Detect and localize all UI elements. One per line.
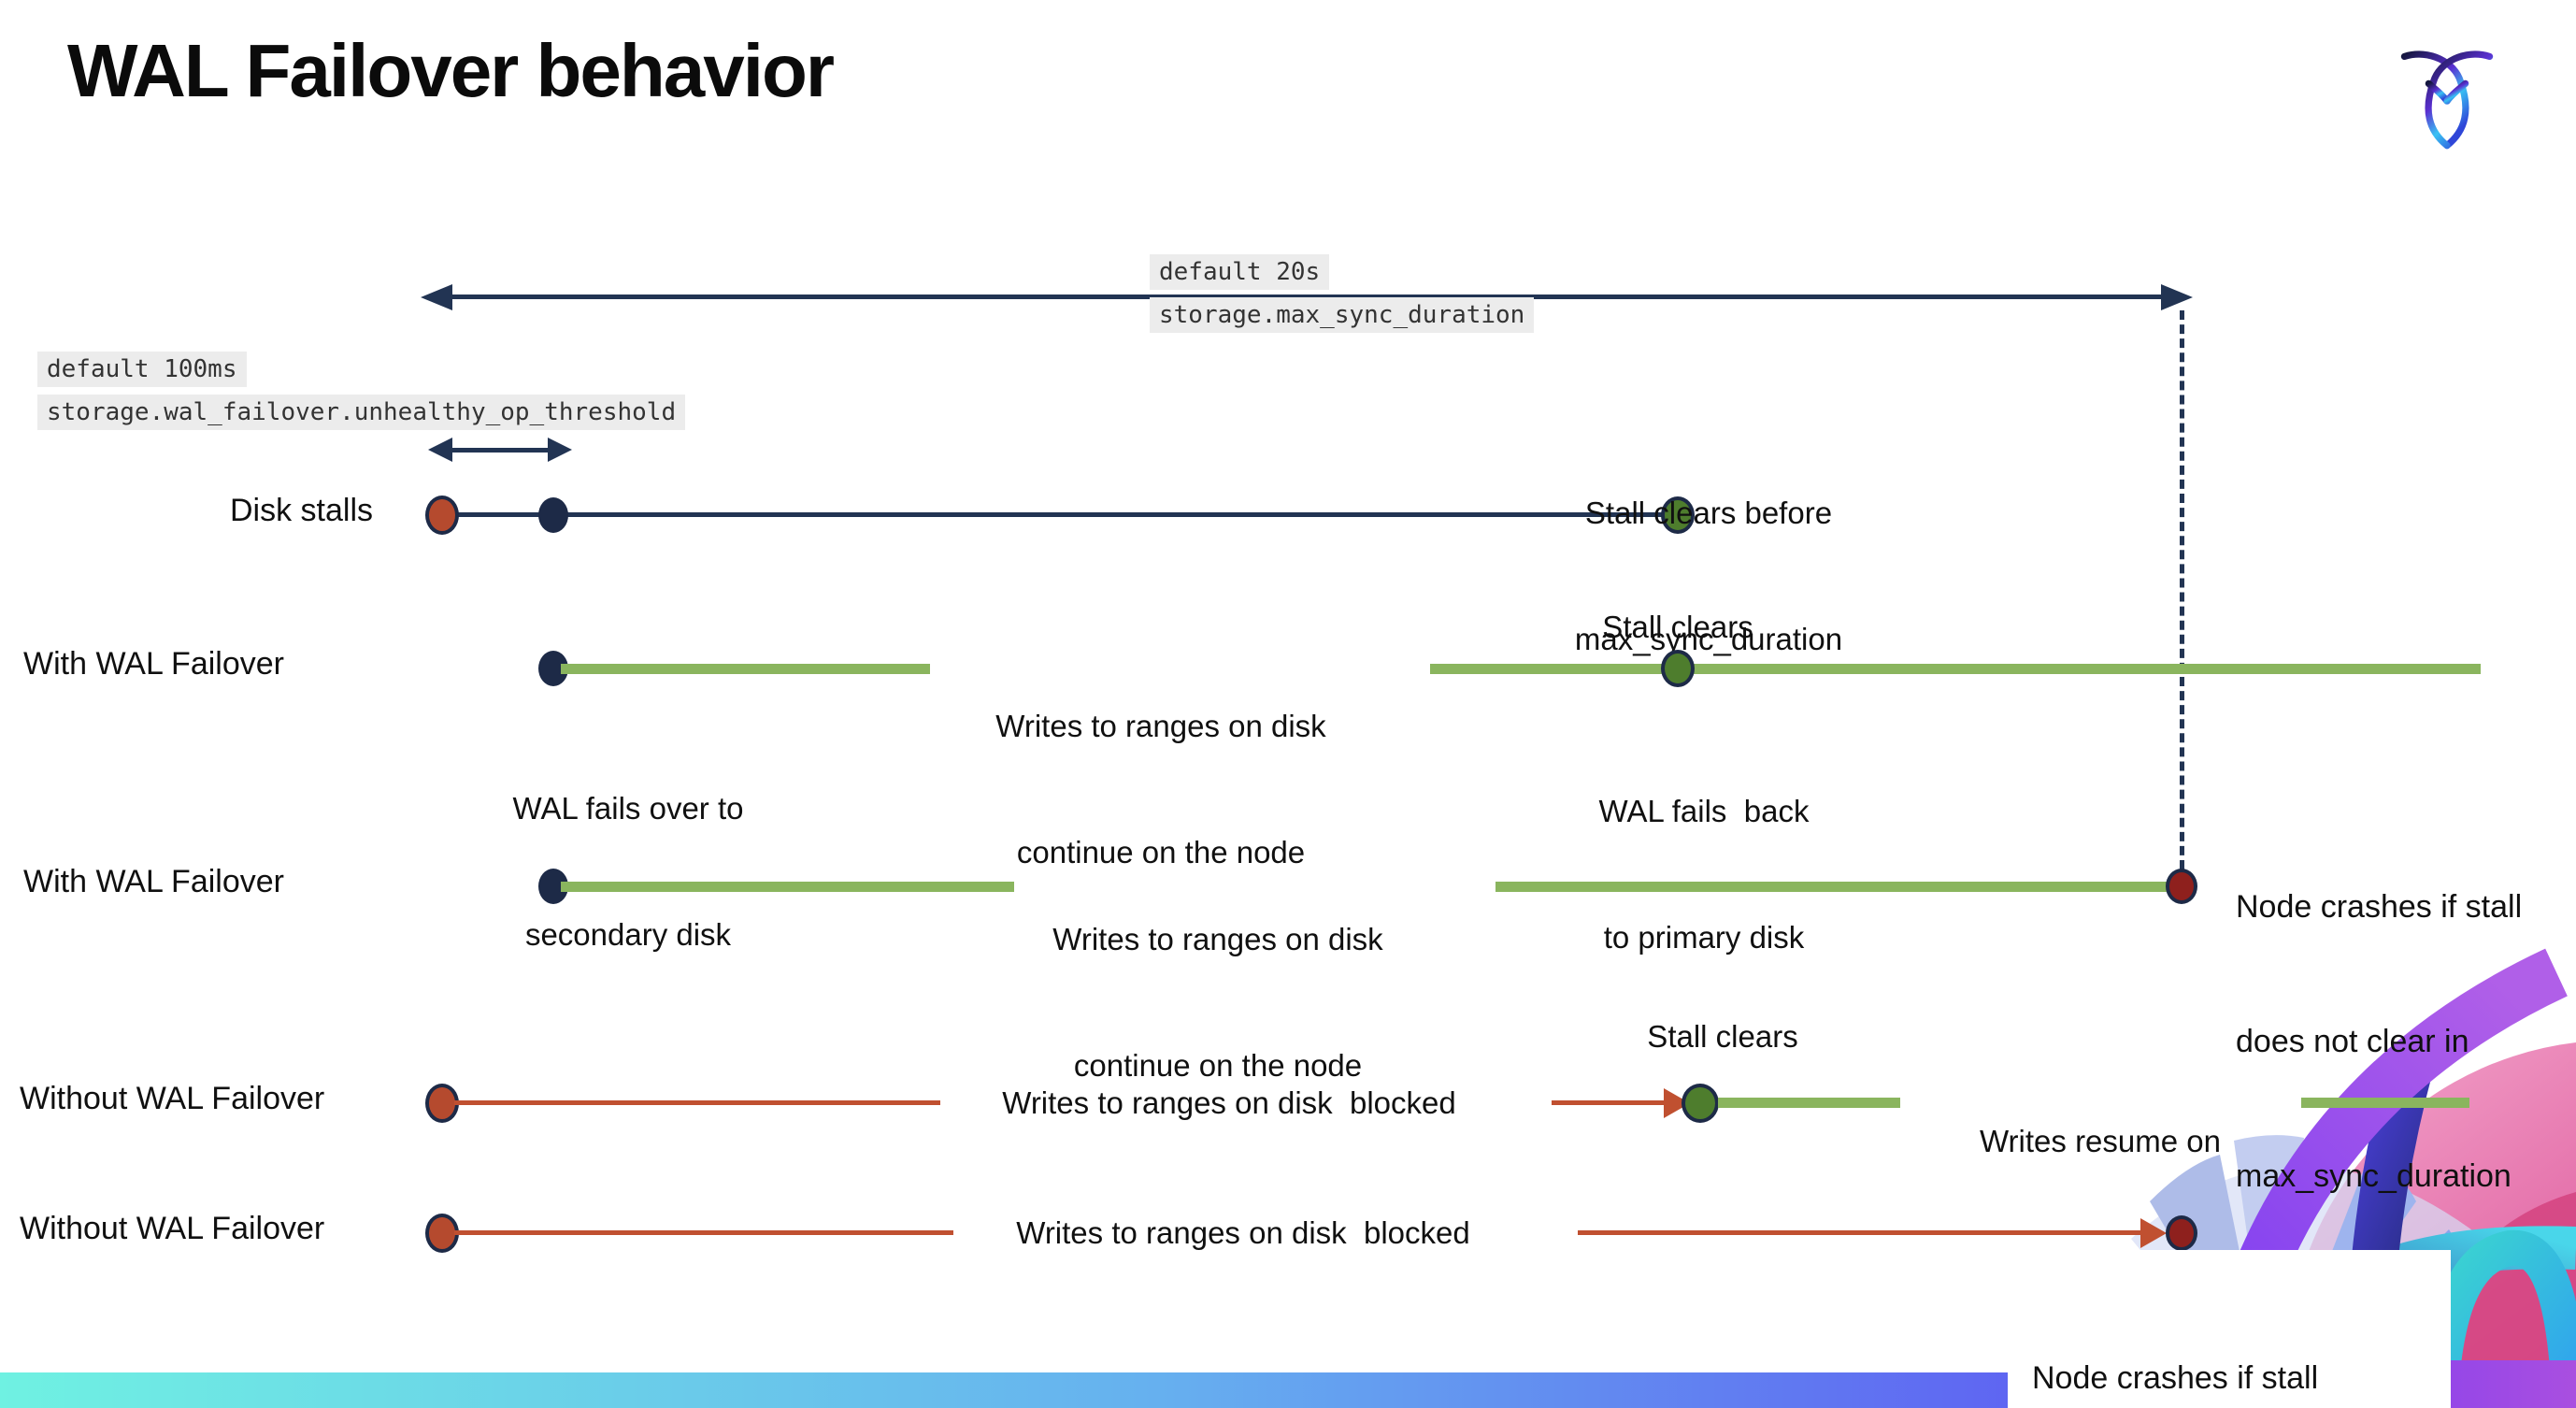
writes-continue-line-b: [1430, 664, 2481, 674]
row-label-with-wal-failover-2: With WAL Failover: [23, 864, 284, 899]
disk-stalls-timeline: [442, 512, 1676, 517]
wal-fails-over-note: WAL fails over to secondary disk: [512, 791, 744, 952]
writes-continue-line-a: [561, 664, 930, 674]
max-sync-default-label: default 20s: [1150, 254, 1330, 290]
node-crash-dot-row3: [2166, 869, 2197, 904]
writes-blocked-line-d: [1578, 1230, 2148, 1235]
writes-resume-line-b: [2301, 1098, 2469, 1108]
writes-blocked-line-b: [1552, 1100, 1675, 1105]
max-sync-duration-arrow-line: [439, 295, 2170, 299]
row-label-without-wal-failover-2: Without WAL Failover: [20, 1211, 325, 1246]
unhealthy-threshold-default-label: default 100ms: [37, 352, 247, 387]
page-title: WAL Failover behavior: [67, 29, 835, 112]
failover-threshold-dot: [538, 497, 568, 533]
writes-blocked-line-a: [454, 1100, 940, 1105]
row-label-with-wal-failover-1: With WAL Failover: [23, 646, 284, 682]
max-sync-setting-name: storage.max_sync_duration: [1150, 297, 1535, 333]
row-label-without-wal-failover-1: Without WAL Failover: [20, 1081, 325, 1116]
row-label-disk-stalls: Disk stalls: [230, 493, 374, 528]
node-crashes-note-box: Node crashes if stall does not clear in …: [2008, 1250, 2451, 1408]
arrow-left-head-icon: [421, 284, 452, 310]
writes-continue-line-d: [1496, 882, 2176, 892]
disk-stall-start-dot: [425, 496, 459, 535]
cockroachdb-logo-icon: [2400, 50, 2494, 150]
writes-resume-line-a: [1718, 1098, 1900, 1108]
stall-clear-dot: [1661, 496, 1695, 534]
writes-blocked-line-c: [454, 1230, 953, 1235]
stall-clears-note-row4: Stall clears: [1647, 1019, 1798, 1054]
small-arrow-right-head-icon: [548, 438, 572, 462]
stall-clears-before-note: Stall clears before max_sync_duration: [1574, 496, 1843, 656]
max-sync-deadline-dashed-line: [2180, 310, 2184, 869]
node-crash-dot-row5: [2166, 1215, 2197, 1251]
unhealthy-threshold-arrow-line: [451, 448, 548, 453]
writes-continue-note-2: Writes to ranges on disk continue on the…: [1052, 922, 1383, 1083]
small-arrow-left-head-icon: [428, 438, 452, 462]
stall-clears-dot-row2: [1661, 650, 1695, 687]
node-crashes-note-row3: Node crashes if stall does not clear in …: [2236, 889, 2523, 1194]
unhealthy-threshold-setting-name: storage.wal_failover.unhealthy_op_thresh…: [37, 395, 686, 430]
arrow-right-head-icon: [2161, 284, 2193, 310]
writes-blocked-note-1: Writes to ranges on disk blocked: [1002, 1085, 1456, 1120]
writes-continue-note-1: Writes to ranges on disk continue on the…: [995, 709, 1326, 869]
writes-continue-line-c: [561, 882, 1014, 892]
red-arrow-head-icon-row5: [2140, 1218, 2167, 1248]
stall-clears-dot-row4: [1682, 1084, 1719, 1123]
writes-blocked-note-2: Writes to ranges on disk blocked: [1016, 1215, 1470, 1250]
stall-clears-note-row2: Stall clears: [1602, 610, 1753, 644]
wal-fails-back-note: WAL fails back to primary disk: [1598, 794, 1810, 955]
